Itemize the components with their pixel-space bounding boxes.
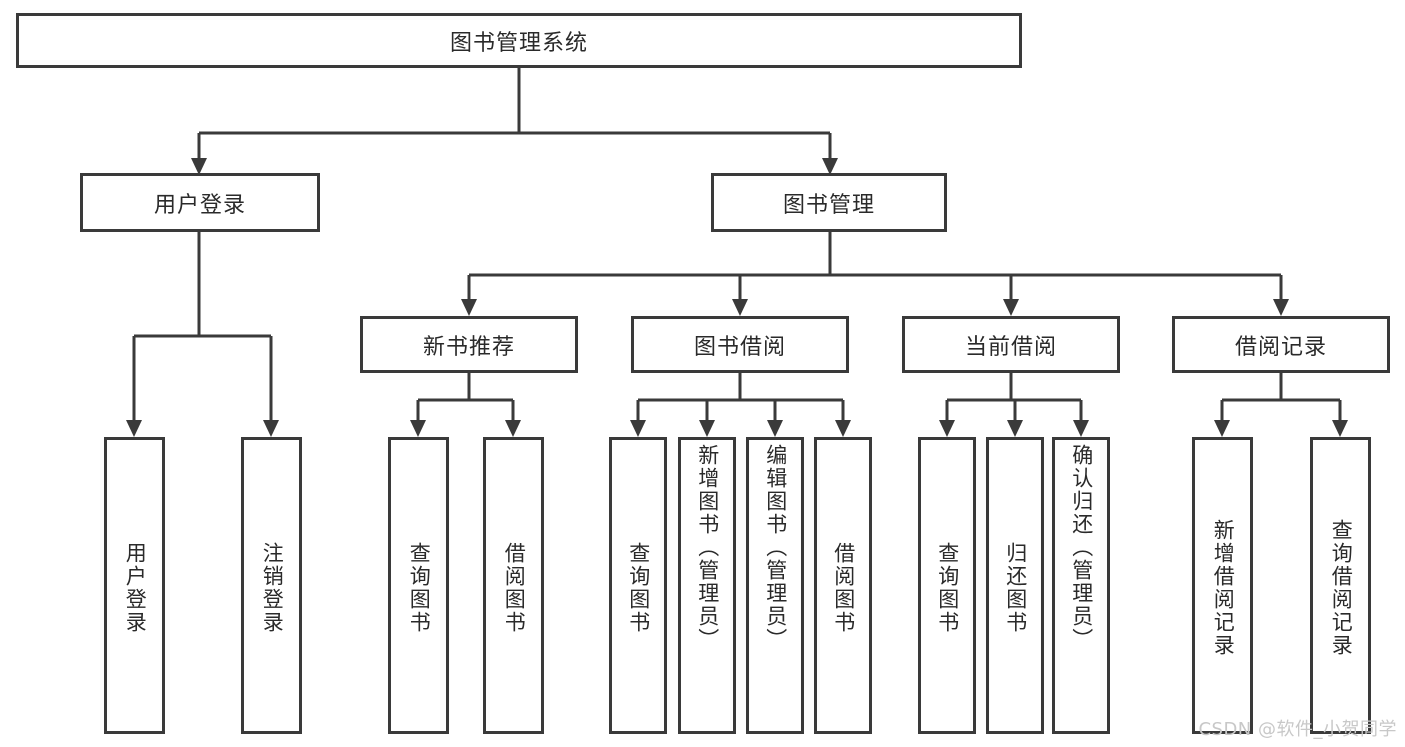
- leaf-edit-book-label: 编辑图书（管理员）: [763, 444, 788, 651]
- leaf-edit-book[interactable]: 编辑图书（管理员）: [746, 437, 804, 734]
- leaf-query-book-3-label: 查询图书: [935, 541, 960, 634]
- leaf-query-book-2[interactable]: 查询图书: [609, 437, 667, 734]
- leaf-user-login[interactable]: 用户登录: [104, 437, 165, 734]
- edge-current-borrow-to-leaves: [939, 373, 1089, 437]
- edge-new-book-recommend-to-leaves: [410, 373, 521, 437]
- leaf-add-record[interactable]: 新增借阅记录: [1192, 437, 1253, 734]
- node-book-borrow[interactable]: 图书借阅: [631, 316, 849, 373]
- edge-borrow-record-to-leaves: [1214, 373, 1348, 437]
- leaf-borrow-book-1-label: 借阅图书: [502, 541, 527, 634]
- leaf-return-book[interactable]: 归还图书: [986, 437, 1044, 734]
- node-borrow-record[interactable]: 借阅记录: [1172, 316, 1390, 373]
- leaf-query-record[interactable]: 查询借阅记录: [1310, 437, 1371, 734]
- leaf-borrow-book-2[interactable]: 借阅图书: [814, 437, 872, 734]
- leaf-query-record-label: 查询借阅记录: [1329, 518, 1354, 657]
- leaf-borrow-book-1[interactable]: 借阅图书: [483, 437, 544, 734]
- node-user-login-label: 用户登录: [153, 192, 246, 218]
- leaf-confirm-return[interactable]: 确认归还（管理员）: [1052, 437, 1110, 734]
- leaf-add-book[interactable]: 新增图书（管理员）: [678, 437, 736, 734]
- node-root[interactable]: 图书管理系统: [16, 13, 1022, 68]
- node-book-borrow-label: 图书借阅: [693, 334, 786, 360]
- node-borrow-record-label: 借阅记录: [1234, 334, 1327, 360]
- leaf-confirm-return-label: 确认归还（管理员）: [1069, 444, 1094, 651]
- leaf-user-logout-label: 注销登录: [260, 541, 285, 634]
- leaf-query-book-3[interactable]: 查询图书: [918, 437, 976, 734]
- leaf-user-logout[interactable]: 注销登录: [241, 437, 302, 734]
- node-current-borrow[interactable]: 当前借阅: [902, 316, 1120, 373]
- edge-user-login-to-leaves: [126, 232, 279, 437]
- leaf-add-record-label: 新增借阅记录: [1211, 518, 1236, 657]
- edge-book-management-to-level3: [461, 232, 1289, 316]
- leaf-user-login-label: 用户登录: [123, 541, 148, 634]
- node-book-management-label: 图书管理: [782, 192, 875, 218]
- node-user-login[interactable]: 用户登录: [80, 173, 320, 232]
- leaf-query-book-1[interactable]: 查询图书: [388, 437, 449, 734]
- leaf-add-book-label: 新增图书（管理员）: [695, 444, 720, 651]
- node-current-borrow-label: 当前借阅: [964, 334, 1057, 360]
- node-new-book-recommend-label: 新书推荐: [422, 334, 515, 360]
- leaf-borrow-book-2-label: 借阅图书: [831, 541, 856, 634]
- edge-book-borrow-to-leaves: [630, 373, 851, 437]
- edge-root-to-level2: [191, 68, 838, 175]
- leaf-return-book-label: 归还图书: [1003, 541, 1028, 634]
- leaf-query-book-2-label: 查询图书: [626, 541, 651, 634]
- node-root-label: 图书管理系统: [449, 30, 588, 56]
- leaf-query-book-1-label: 查询图书: [407, 541, 432, 634]
- node-new-book-recommend[interactable]: 新书推荐: [360, 316, 578, 373]
- node-book-management[interactable]: 图书管理: [711, 173, 947, 232]
